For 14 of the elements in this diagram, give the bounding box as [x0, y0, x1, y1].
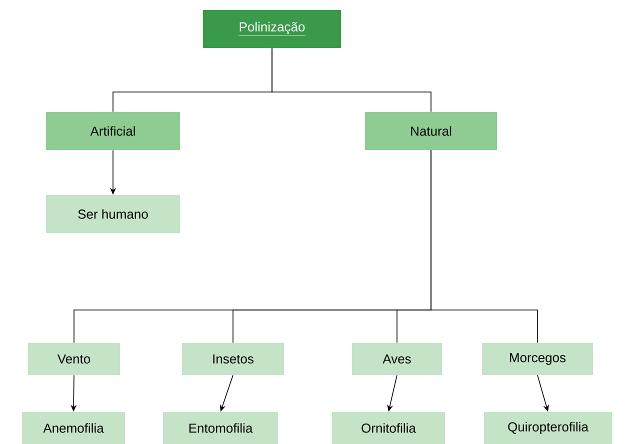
type-box: Insetos [182, 343, 284, 375]
connector-line [430, 150, 538, 344]
connector-line [272, 48, 432, 112]
type-box: Entomofilia [163, 412, 278, 444]
type-box: Ser humano [46, 195, 180, 233]
type-box: Morcegos [482, 343, 593, 375]
title-box: Polinização [203, 10, 341, 48]
category-box: Artificial [46, 112, 180, 150]
type-box: Vento [28, 343, 120, 375]
category-box: Natural [365, 112, 497, 150]
type-box: Quiropterofilia [484, 412, 612, 444]
type-box: Ornitofilia [332, 412, 445, 444]
type-box: Anemofilia [22, 412, 125, 444]
type-box: Aves [352, 343, 442, 375]
